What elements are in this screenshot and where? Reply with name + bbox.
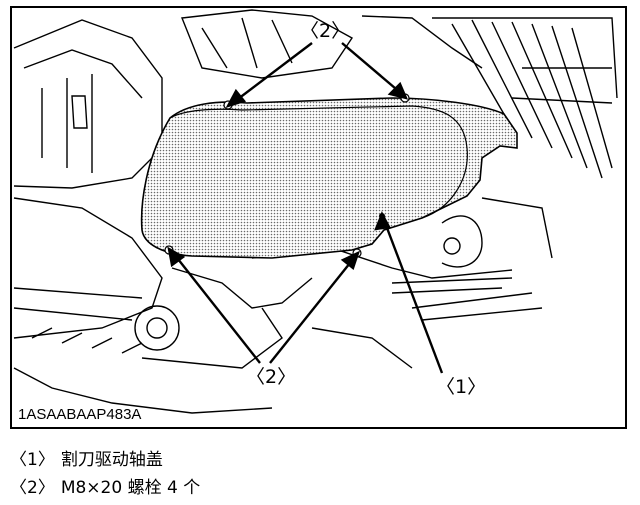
legend-tag: 〈1〉 <box>10 450 55 470</box>
leader-lines <box>167 42 444 374</box>
cutter-drive-shaft-cover <box>140 97 518 259</box>
callout-cover: 〈1〉 <box>436 376 487 398</box>
machine-illustration <box>13 9 618 414</box>
callout-bolt-top: 〈2〉 <box>300 20 351 42</box>
legend-item: 〈2〉 M8×20 螺栓 4 个 <box>10 474 200 502</box>
legend-item: 〈1〉 割刀驱动轴盖 <box>10 446 200 474</box>
figure-frame: 〈2〉 〈2〉 〈1〉 1ASAABAAP483A <box>10 6 627 429</box>
figure-code: 1ASAABAAP483A <box>18 406 142 423</box>
background-machinery <box>13 9 618 414</box>
callout-bolt-bottom: 〈2〉 <box>246 366 297 388</box>
legend-text: M8×20 螺栓 4 个 <box>60 478 201 498</box>
legend-text: 割刀驱动轴盖 <box>60 450 163 470</box>
legend-tag: 〈2〉 <box>10 478 55 498</box>
legend: 〈1〉 割刀驱动轴盖 〈2〉 M8×20 螺栓 4 个 <box>10 446 200 502</box>
